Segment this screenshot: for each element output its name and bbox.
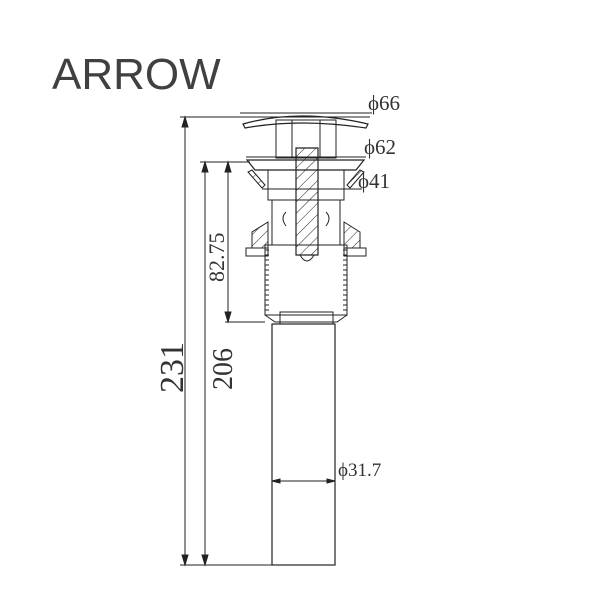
dim-line-206 bbox=[200, 160, 250, 567]
dim-line-231 bbox=[180, 115, 370, 567]
label-phi31-7: ϕ31.7 bbox=[338, 460, 381, 481]
stem bbox=[295, 147, 319, 256]
brand-logo: ARROW bbox=[52, 50, 221, 99]
label-phi62: ϕ62 bbox=[364, 135, 396, 159]
flange bbox=[245, 159, 366, 171]
tailpiece-pipe bbox=[271, 323, 336, 566]
label-phi41: ϕ41 bbox=[358, 169, 390, 193]
dim-line-82-75 bbox=[224, 160, 265, 324]
pop-up-cap bbox=[242, 115, 369, 129]
label-206: 206 bbox=[208, 348, 239, 390]
label-82-75: 82.75 bbox=[204, 233, 229, 283]
label-phi66: ϕ66 bbox=[368, 91, 400, 115]
label-231: 231 bbox=[154, 342, 191, 393]
